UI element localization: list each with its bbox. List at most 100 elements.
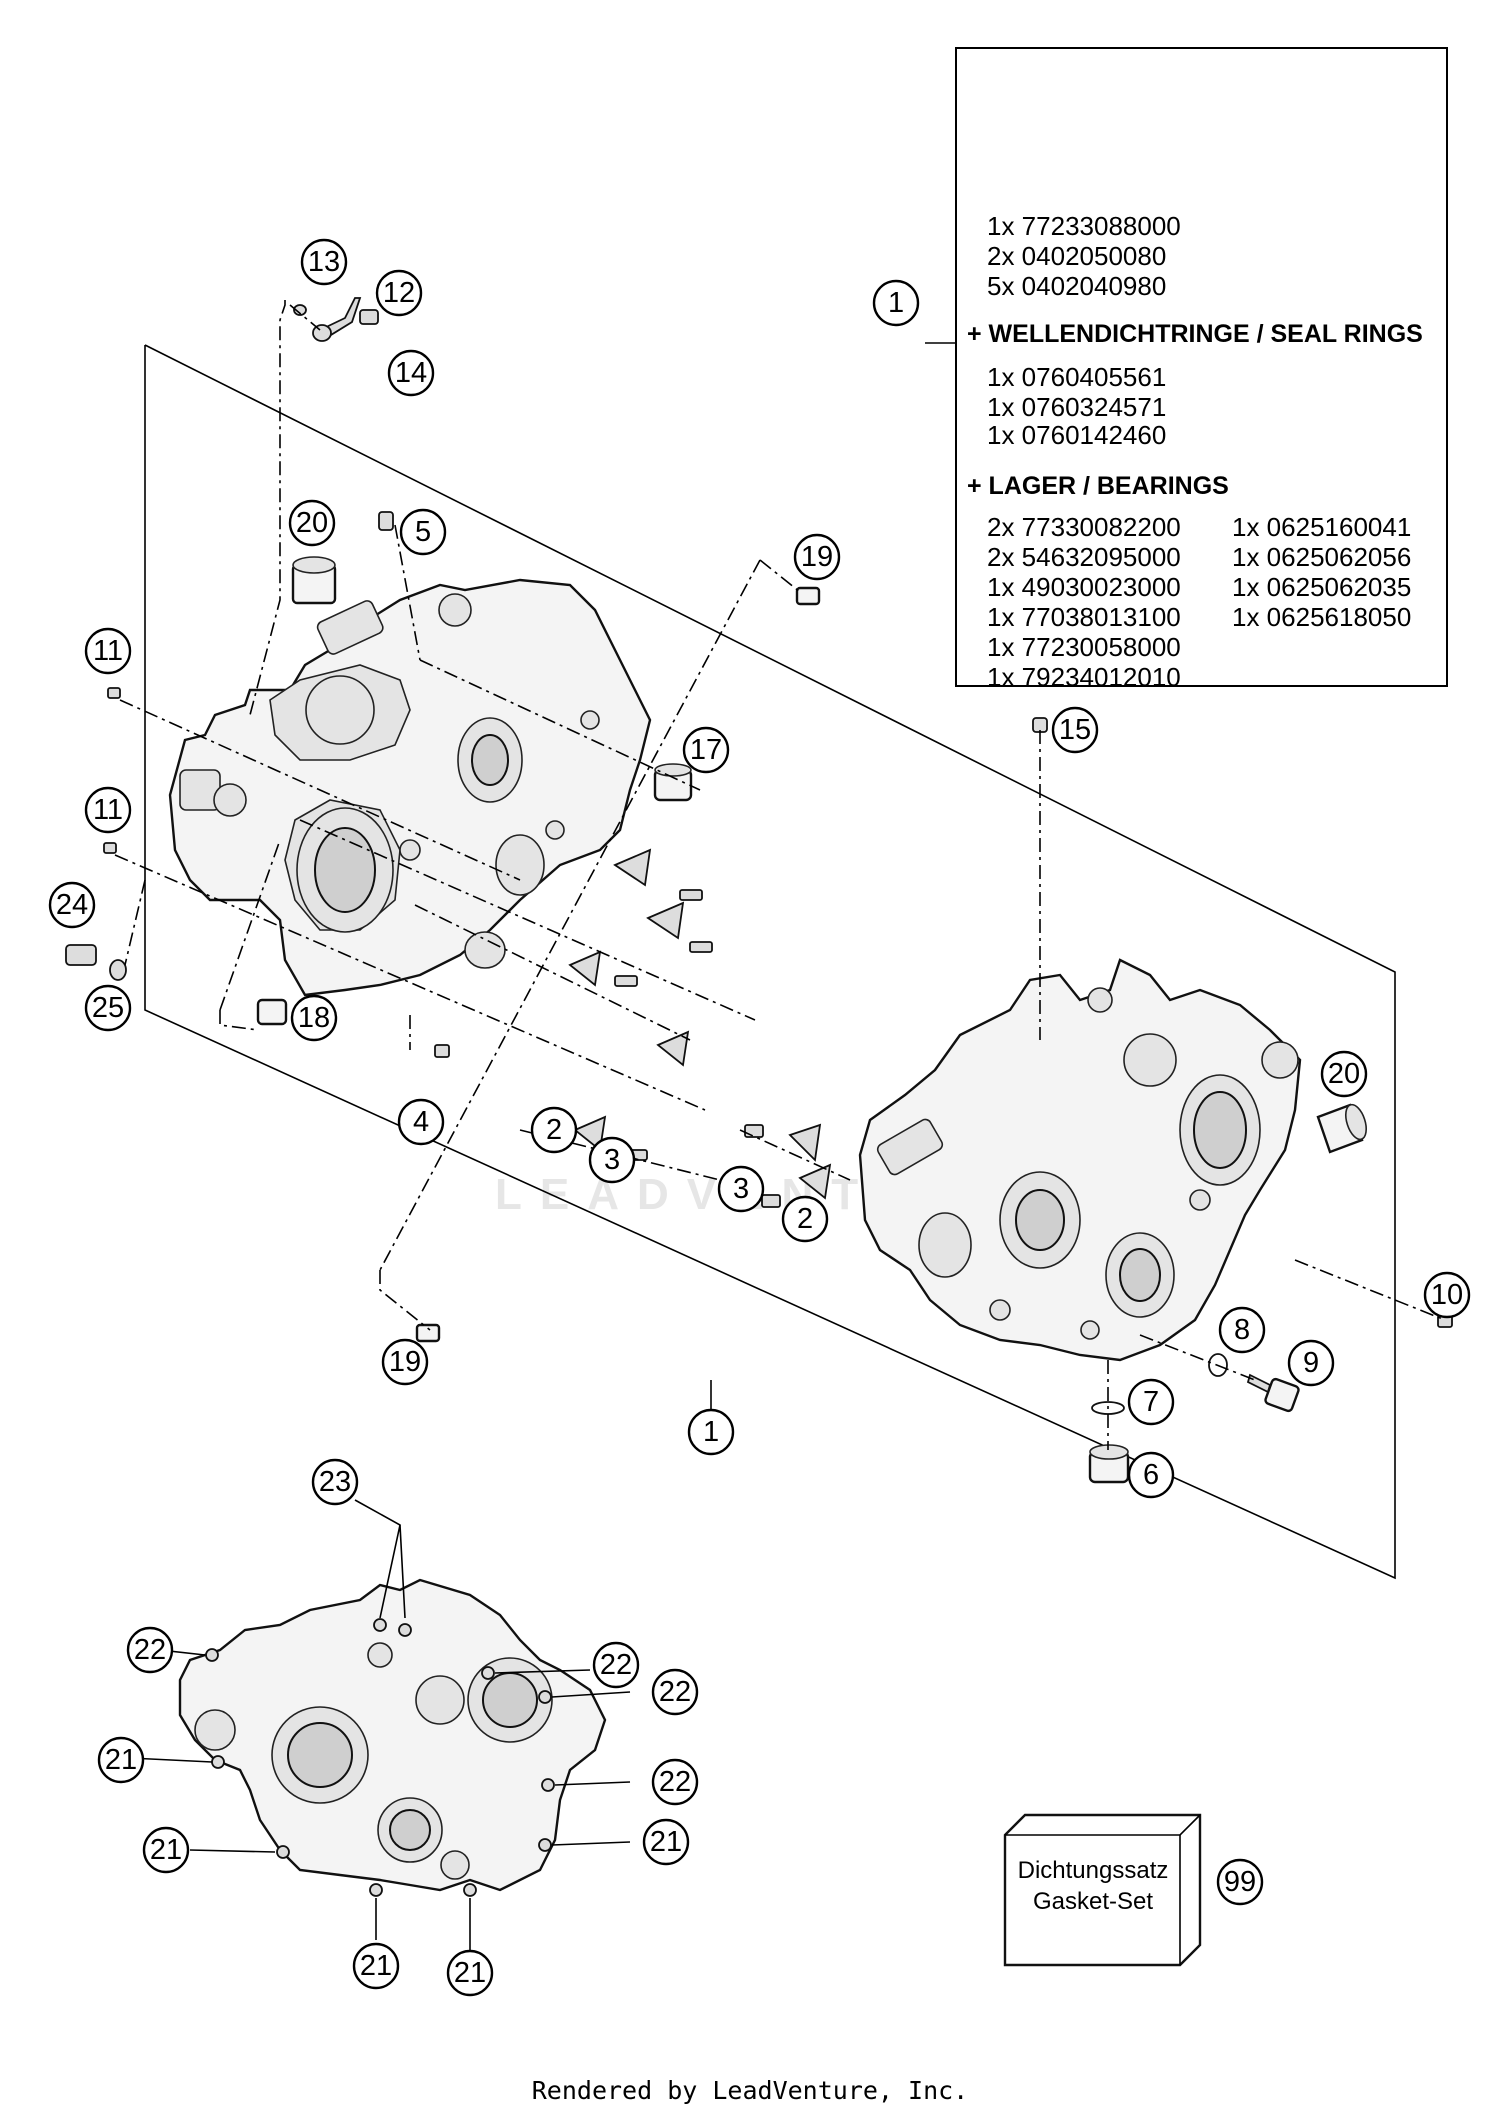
main-part-3: 5x 0402040980 — [987, 271, 1167, 301]
callout-22-c[interactable]: 22 — [651, 1668, 699, 1716]
callout-15[interactable]: 15 — [1051, 706, 1099, 754]
callout-11-bottom[interactable]: 11 — [84, 786, 132, 834]
svg-text:21: 21 — [360, 1950, 392, 1982]
callout-13[interactable]: 13 — [300, 238, 348, 286]
svg-text:4: 4 — [413, 1106, 429, 1138]
callout-19-bottom[interactable]: 19 — [381, 1338, 429, 1386]
callout-12[interactable]: 12 — [375, 269, 423, 317]
bearings-heading: + LAGER / BEARINGS — [967, 472, 1229, 500]
svg-text:21: 21 — [454, 1957, 486, 1989]
plug-11-top — [107, 687, 121, 699]
callout-22-d[interactable]: 22 — [651, 1758, 699, 1806]
main-part-1: 1x 77233088000 — [987, 211, 1181, 241]
svg-text:20: 20 — [1328, 1058, 1360, 1090]
gasket-set-line-2: Gasket-Set — [1032, 1888, 1154, 1915]
footer-credit: Rendered by LeadVenture, Inc. — [531, 2076, 969, 2105]
callout-1-box[interactable]: 1 — [872, 279, 920, 327]
plug-11-bottom — [103, 842, 117, 854]
callout-24[interactable]: 24 — [48, 881, 96, 929]
sleeve-left — [291, 556, 337, 605]
svg-text:15: 15 — [1059, 714, 1091, 746]
seal-part-1: 1x 0760405561 — [987, 362, 1167, 392]
callout-3-right[interactable]: 3 — [717, 1165, 765, 1213]
callout-19-top[interactable]: 19 — [793, 533, 841, 581]
callout-23[interactable]: 23 — [311, 1458, 359, 1506]
svg-text:19: 19 — [801, 541, 833, 573]
seal-part-2: 1x 0760324571 — [987, 392, 1167, 422]
svg-text:10: 10 — [1431, 1279, 1463, 1311]
callout-2-right[interactable]: 2 — [781, 1195, 829, 1243]
svg-text:22: 22 — [659, 1766, 691, 1798]
callout-17[interactable]: 17 — [682, 726, 730, 774]
bushing-17 — [653, 763, 693, 802]
seal-part-3: 1x 0760142460 — [987, 420, 1167, 450]
callout-7[interactable]: 7 — [1127, 1378, 1175, 1426]
screw-4 — [434, 1044, 450, 1058]
callout-11-top[interactable]: 11 — [84, 627, 132, 675]
callout-21-e[interactable]: 21 — [642, 1818, 690, 1866]
callout-5[interactable]: 5 — [399, 508, 447, 556]
svg-text:22: 22 — [600, 1649, 632, 1681]
svg-text:20: 20 — [296, 507, 328, 539]
svg-text:11: 11 — [93, 635, 123, 667]
callout-10[interactable]: 10 — [1423, 1271, 1471, 1319]
callout-21-a[interactable]: 21 — [97, 1736, 145, 1784]
callout-20-left[interactable]: 20 — [288, 499, 336, 547]
gasket-set-box — [1003, 1813, 1202, 1967]
callout-25[interactable]: 25 — [84, 984, 132, 1032]
callout-18[interactable]: 18 — [290, 994, 338, 1042]
seal-rings-heading: + WELLENDICHTRINGE / SEAL RINGS — [967, 320, 1423, 348]
svg-text:11: 11 — [93, 794, 123, 826]
svg-text:14: 14 — [395, 357, 427, 389]
washer-13 — [293, 304, 307, 316]
callout-21-b[interactable]: 21 — [142, 1826, 190, 1874]
callout-2-left[interactable]: 2 — [530, 1106, 578, 1154]
dowel-19-top — [795, 586, 821, 606]
left-crankcase-half — [168, 578, 652, 997]
svg-text:18: 18 — [298, 1002, 330, 1034]
gasket-set-label: Dichtungssatz Gasket-Set — [1008, 1855, 1178, 1917]
callout-22-b[interactable]: 22 — [592, 1641, 640, 1689]
callout-22-a[interactable]: 22 — [126, 1626, 174, 1674]
callout-9[interactable]: 9 — [1287, 1339, 1335, 1387]
svg-text:9: 9 — [1303, 1347, 1319, 1379]
svg-text:24: 24 — [56, 889, 88, 921]
svg-text:99: 99 — [1224, 1866, 1256, 1898]
callout-21-c[interactable]: 21 — [352, 1942, 400, 1990]
bushing-18 — [256, 998, 288, 1026]
clamp-set-left — [568, 848, 713, 1161]
callout-21-d[interactable]: 21 — [446, 1949, 494, 1997]
svg-text:13: 13 — [308, 246, 340, 278]
svg-text:6: 6 — [1143, 1459, 1159, 1491]
fitting-12 — [312, 297, 362, 342]
screw-14 — [359, 309, 379, 325]
main-part-2: 2x 0402050080 — [987, 241, 1167, 271]
callout-99[interactable]: 99 — [1216, 1858, 1264, 1906]
right-crankcase-half — [858, 958, 1302, 1362]
svg-text:21: 21 — [650, 1826, 682, 1858]
svg-text:12: 12 — [383, 277, 415, 309]
leader-lines — [114, 300, 1446, 1450]
svg-text:25: 25 — [92, 992, 124, 1024]
callout-20-right[interactable]: 20 — [1320, 1050, 1368, 1098]
callout-1-bottom[interactable]: 1 — [687, 1408, 735, 1456]
callout-14[interactable]: 14 — [387, 349, 435, 397]
svg-text:21: 21 — [105, 1744, 137, 1776]
callout-3-left[interactable]: 3 — [588, 1136, 636, 1184]
callout-4[interactable]: 4 — [397, 1098, 445, 1146]
svg-text:3: 3 — [733, 1173, 749, 1205]
callout-6[interactable]: 6 — [1127, 1451, 1175, 1499]
svg-text:21: 21 — [150, 1834, 182, 1866]
svg-text:1: 1 — [703, 1416, 719, 1448]
clamp-set-right — [744, 1123, 832, 1208]
washer-25 — [109, 959, 127, 981]
dowel-19-bottom — [415, 1323, 441, 1343]
svg-text:22: 22 — [659, 1676, 691, 1708]
sleeve-right — [1316, 1103, 1368, 1154]
bearing-part-6: 1x 79234012010 — [987, 662, 1181, 692]
callout-8[interactable]: 8 — [1218, 1306, 1266, 1354]
svg-text:2: 2 — [546, 1114, 562, 1146]
svg-text:3: 3 — [604, 1144, 620, 1176]
